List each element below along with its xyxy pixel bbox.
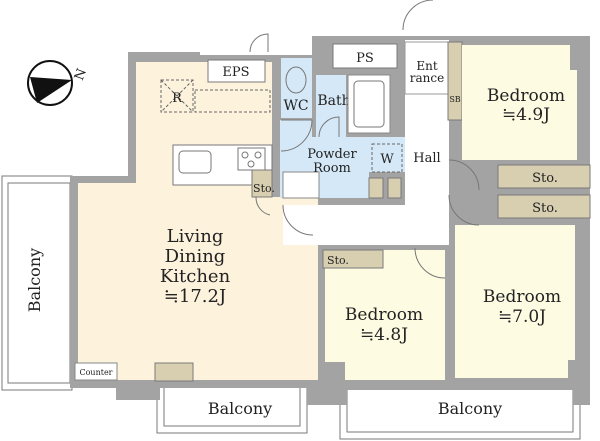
svg-text:Balcony: Balcony [25, 248, 44, 312]
room-bedroom-7-0 [455, 225, 575, 378]
small-storage [368, 177, 384, 199]
ps-shaft [332, 43, 398, 69]
svg-text:Bedroom: Bedroom [487, 86, 565, 106]
svg-text:Sto.: Sto. [253, 182, 275, 195]
svg-text:rance: rance [410, 71, 444, 85]
svg-text:≒7.0J: ≒7.0J [498, 307, 546, 327]
entrance [404, 41, 449, 95]
balcony-bottom-right: Balcony [339, 384, 581, 440]
room-bedroom-4-9 [462, 45, 577, 160]
closet-1 [497, 164, 591, 189]
svg-text:R: R [172, 91, 183, 106]
svg-text:PS: PS [356, 51, 374, 66]
small-storage [387, 177, 402, 199]
svg-text:Kitchen: Kitchen [160, 266, 231, 287]
svg-text:W: W [380, 152, 394, 167]
eps-shaft [207, 59, 266, 83]
shoe-box [447, 41, 463, 121]
svg-text:Hall: Hall [413, 151, 440, 166]
svg-text:Ent: Ent [416, 59, 437, 73]
room-ldk [78, 62, 318, 380]
svg-text:WC: WC [283, 98, 308, 114]
sink-icon [178, 150, 212, 174]
svg-text:Living: Living [167, 226, 224, 247]
balcony-left: Balcony [1, 175, 73, 391]
closet-2 [497, 194, 591, 219]
svg-text:≒4.9J: ≒4.9J [502, 105, 550, 125]
hall-corridor [283, 205, 449, 245]
svg-text:Room: Room [313, 161, 351, 176]
svg-text:Sto.: Sto. [327, 254, 349, 267]
svg-text:Dining: Dining [165, 246, 226, 267]
svg-text:EPS: EPS [222, 65, 249, 80]
counter [74, 362, 118, 381]
north-label: N [72, 67, 90, 83]
svg-text:Bath: Bath [317, 93, 350, 109]
svg-text:Sto.: Sto. [532, 201, 558, 216]
door-swings [249, 0, 480, 279]
svg-text:Bedroom: Bedroom [345, 305, 423, 325]
ldk-label: Living Dining Kitchen ≒17.2J [160, 226, 231, 307]
ldk-storage [154, 362, 194, 382]
room-wc [281, 58, 312, 118]
svg-text:≒17.2J: ≒17.2J [164, 286, 226, 307]
svg-text:Sto.: Sto. [532, 171, 558, 186]
svg-text:Balcony: Balcony [438, 399, 502, 418]
svg-text:SB: SB [449, 95, 460, 104]
balcony-bottom-left: Balcony [156, 384, 308, 434]
toilet-icon [285, 66, 307, 94]
bedroom-storage [322, 249, 384, 269]
washer-space [371, 143, 403, 173]
kitchen-storage [251, 169, 273, 198]
svg-text:≒4.8J: ≒4.8J [360, 325, 408, 345]
fridge-space: R [160, 79, 271, 113]
room-bedroom-4-8 [325, 250, 445, 380]
svg-text:Balcony: Balcony [208, 399, 272, 418]
svg-text:Counter: Counter [79, 368, 112, 377]
washbasin [282, 171, 320, 199]
room-bath [316, 75, 346, 137]
compass-icon: N [27, 60, 90, 106]
svg-text:Bedroom: Bedroom [483, 287, 561, 307]
bathtub [347, 74, 391, 134]
svg-text:Powder: Powder [307, 147, 357, 162]
